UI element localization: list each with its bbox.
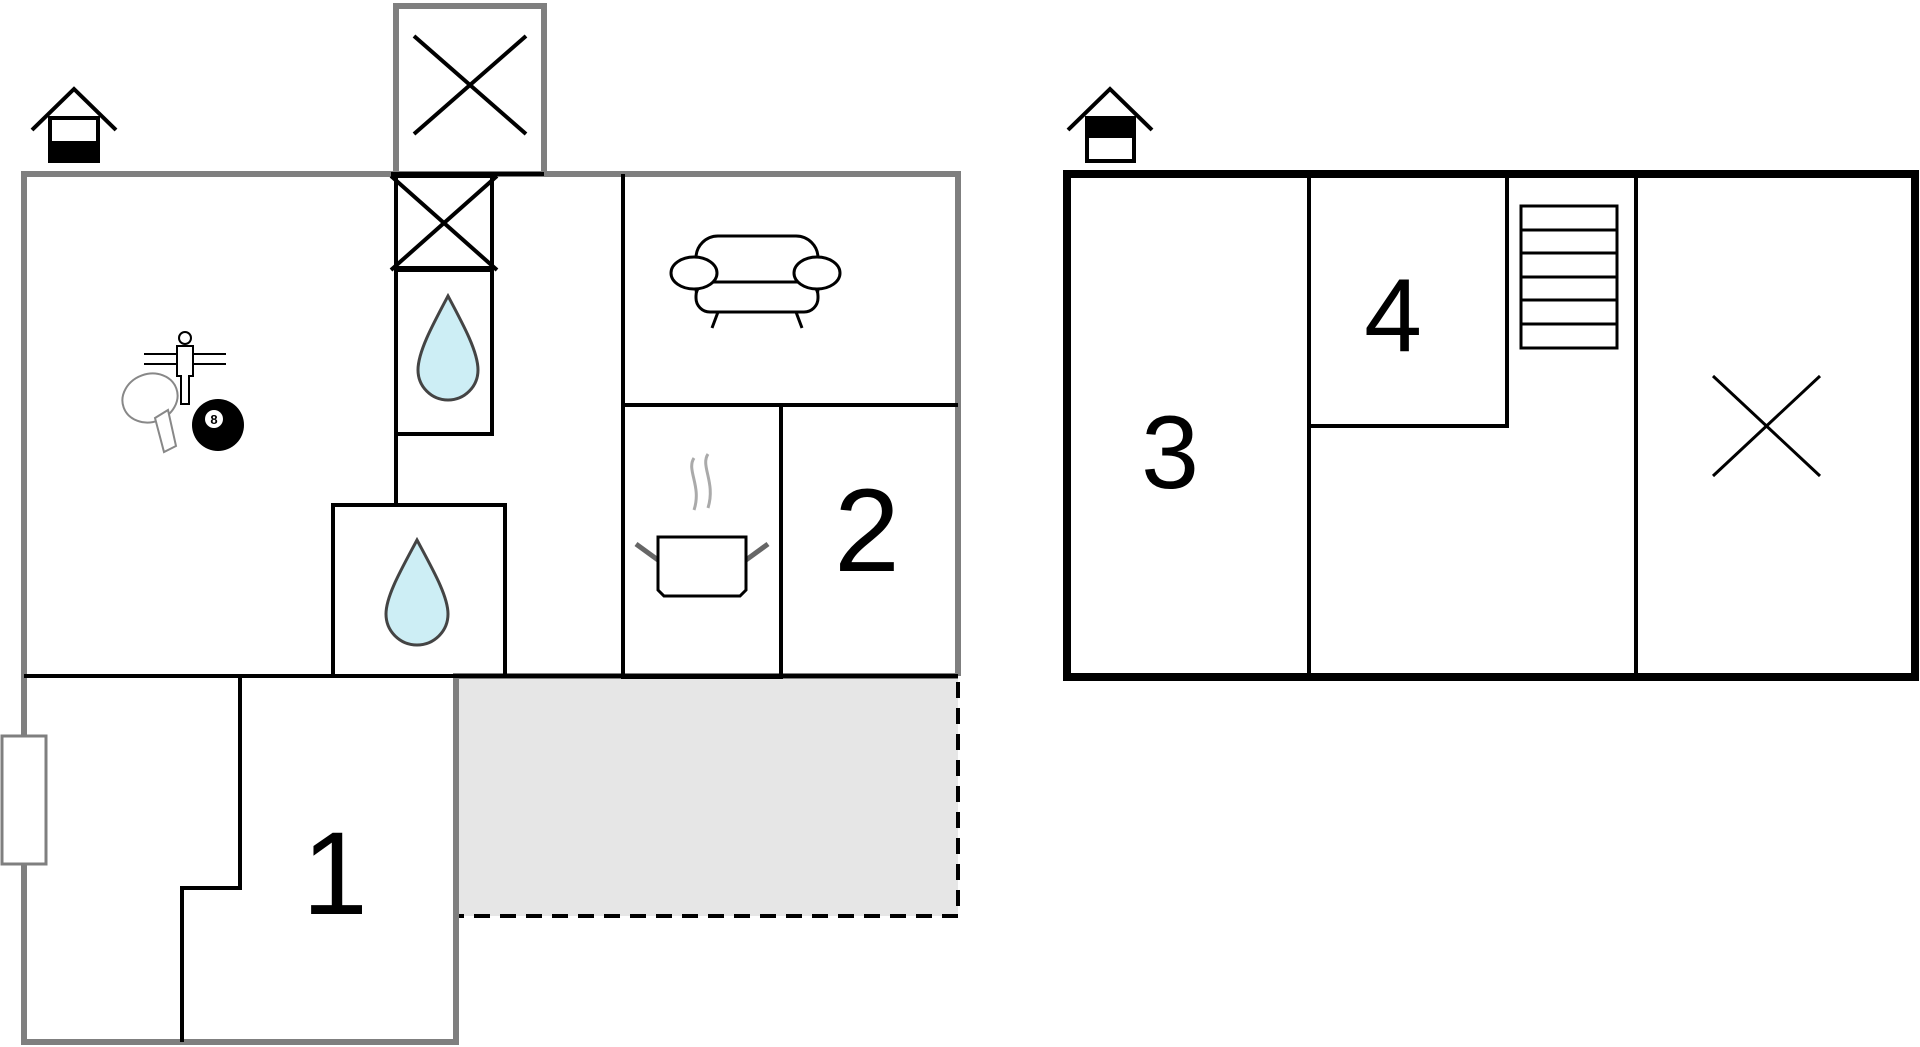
cross-icon [412,34,528,136]
upper-floor-exterior-walls [1063,170,1919,681]
room-number-1: 1 [302,808,368,940]
house-floor-ground-icon [30,86,118,163]
room-number-3: 3 [1141,395,1199,511]
game-room-icons: 8 [121,331,244,454]
water-drop-icon [384,536,450,647]
room-number-4: 4 [1364,258,1422,374]
cross-icon [389,174,499,272]
house-floor-upper-icon [1066,86,1154,163]
billiard-ball-icon: 8 [192,399,244,451]
cooking-pot-icon [634,453,770,598]
billiard-ball-label: 8 [210,412,217,427]
staircase-icon [1519,204,1619,350]
table-football-icon [144,331,226,405]
cross-icon [1711,374,1822,478]
window [0,734,48,866]
terrace [455,630,960,918]
ground-floor: 8 1 2 [0,3,961,1045]
sofa-icon [669,234,842,329]
room-number-2: 2 [834,465,900,597]
upper-floor-interior-walls [1307,174,1638,677]
table-tennis-icon [121,372,179,454]
upper-floor: 3 4 [1063,86,1919,681]
bathroom [394,268,494,436]
water-drop-icon [416,292,480,402]
bathroom [331,503,507,678]
